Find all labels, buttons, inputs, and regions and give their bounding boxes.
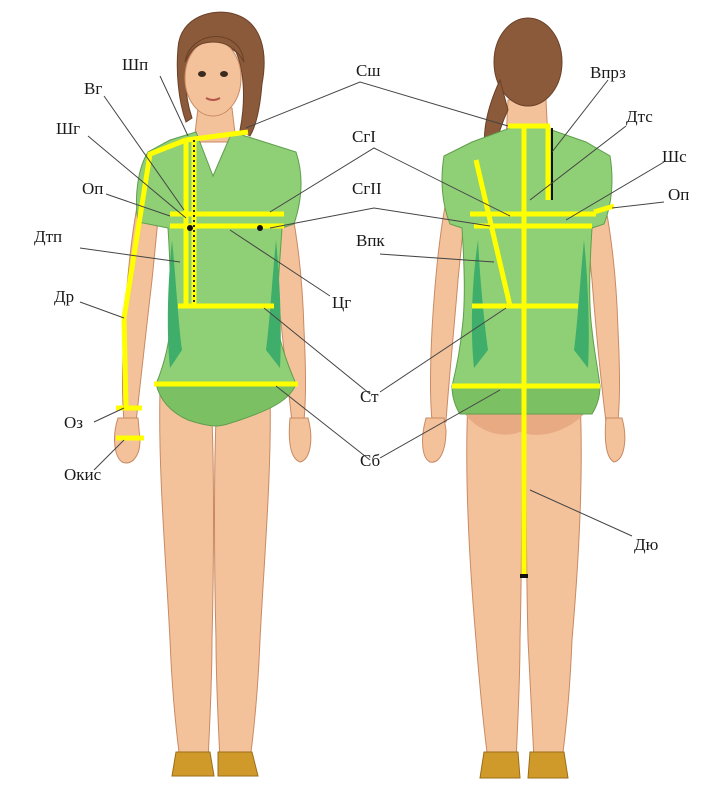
label-vg: Вг bbox=[84, 80, 102, 97]
label-ssh: Сш bbox=[356, 62, 380, 79]
label-dr: Др bbox=[54, 288, 74, 305]
label-shp: Шп bbox=[122, 56, 148, 73]
label-sg1: СгI bbox=[352, 128, 376, 145]
label-op-front: Оп bbox=[82, 180, 103, 197]
label-vprz: Впрз bbox=[590, 64, 626, 81]
label-sg2: СгII bbox=[352, 180, 382, 197]
label-op-back: Оп bbox=[668, 186, 689, 203]
label-tsg: Цг bbox=[332, 294, 351, 311]
front-figure bbox=[115, 12, 311, 776]
label-okis: Окис bbox=[64, 466, 101, 483]
label-shs: Шс bbox=[662, 148, 687, 165]
label-st: Ст bbox=[360, 388, 379, 405]
label-vpk: Впк bbox=[356, 232, 385, 249]
label-shg: Шг bbox=[56, 120, 80, 137]
label-dts: Дтс bbox=[626, 108, 653, 125]
label-dyu: Дю bbox=[634, 536, 658, 553]
label-sb: Сб bbox=[360, 452, 380, 469]
label-oz: Оз bbox=[64, 414, 83, 431]
label-dtp: Дтп bbox=[34, 228, 62, 245]
